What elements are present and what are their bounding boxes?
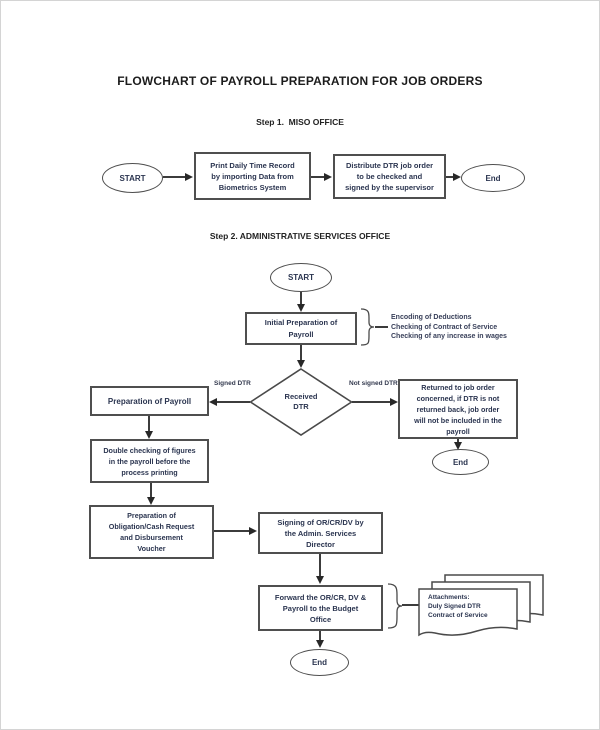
connector xyxy=(148,416,150,432)
arrow-left-icon xyxy=(209,398,217,406)
forward-budget-box: Forward the OR/CR, DV & Payroll to the B… xyxy=(258,585,383,631)
attachment-line: Duly Signed DTR xyxy=(428,603,481,610)
received-dtr-label: Received DTR xyxy=(284,392,318,411)
initial-prep-notes: Encoding of Deductions Checking of Contr… xyxy=(391,313,507,342)
connector xyxy=(311,176,325,178)
curly-brace-icon xyxy=(387,583,403,629)
print-dtr-box: Print Daily Time Record by importing Dat… xyxy=(194,152,311,200)
arrow-right-icon xyxy=(453,173,461,181)
attachment-line: Contract of Service xyxy=(428,612,488,619)
arrow-right-icon xyxy=(185,173,193,181)
arrow-down-icon xyxy=(297,360,305,368)
step1-heading: Step 1. MISO OFFICE xyxy=(256,117,344,127)
arrow-down-icon xyxy=(316,576,324,584)
end-oval-bottom: End xyxy=(290,649,349,676)
curly-brace-icon xyxy=(360,308,375,346)
arrow-down-icon xyxy=(316,640,324,648)
arrow-down-icon xyxy=(147,497,155,505)
arrow-right-icon xyxy=(249,527,257,535)
page-title: FLOWCHART OF PAYROLL PREPARATION FOR JOB… xyxy=(117,74,483,88)
step1-end-oval: End xyxy=(461,164,525,192)
arrow-right-icon xyxy=(390,398,398,406)
double-checking-box: Double checking of figures in the payrol… xyxy=(90,439,209,483)
received-dtr-diamond xyxy=(249,368,353,436)
step2-heading: Step 2. ADMINISTRATIVE SERVICES OFFICE xyxy=(209,231,391,241)
connector xyxy=(375,326,388,328)
connector xyxy=(402,604,421,606)
connector xyxy=(352,401,390,403)
arrow-down-icon xyxy=(454,442,462,450)
note-line: Checking of Contract of Service xyxy=(391,323,498,331)
connector xyxy=(300,345,302,361)
connector xyxy=(446,176,454,178)
connector xyxy=(319,631,321,641)
preparation-of-payroll-box: Preparation of Payroll xyxy=(90,386,209,416)
attachments-text: Attachments: Duly Signed DTR Contract of… xyxy=(428,593,488,620)
end-oval-right: End xyxy=(432,449,489,475)
arrow-down-icon xyxy=(145,431,153,439)
connector xyxy=(150,483,152,498)
not-signed-dtr-label: Not signed DTR xyxy=(349,380,398,387)
obligation-cash-request-box: Preparation of Obligation/Cash Request a… xyxy=(89,505,214,559)
connector xyxy=(214,530,250,532)
arrow-down-icon xyxy=(297,304,305,312)
arrow-right-icon xyxy=(324,173,332,181)
connector xyxy=(319,554,321,577)
step2-start-oval: START xyxy=(270,263,332,292)
note-line: Encoding of Deductions xyxy=(391,314,472,321)
attachment-line: Attachments: xyxy=(428,594,470,601)
distribute-dtr-box: Distribute DTR job order to be checked a… xyxy=(333,154,446,199)
connector xyxy=(457,439,459,443)
connector xyxy=(300,292,302,305)
connector xyxy=(163,176,186,178)
signing-box: Signing of OR/CR/DV by the Admin. Servic… xyxy=(258,512,383,554)
signed-dtr-label: Signed DTR xyxy=(214,380,251,387)
returned-job-order-box: Returned to job order concerned, if DTR … xyxy=(398,379,518,439)
step1-start-oval: START xyxy=(102,163,163,193)
note-line: Checking of any increase in wages xyxy=(391,333,507,340)
attachments-documents-icon xyxy=(418,574,544,637)
connector xyxy=(217,401,250,403)
initial-preparation-box: Initial Preparation of Payroll xyxy=(245,312,357,345)
